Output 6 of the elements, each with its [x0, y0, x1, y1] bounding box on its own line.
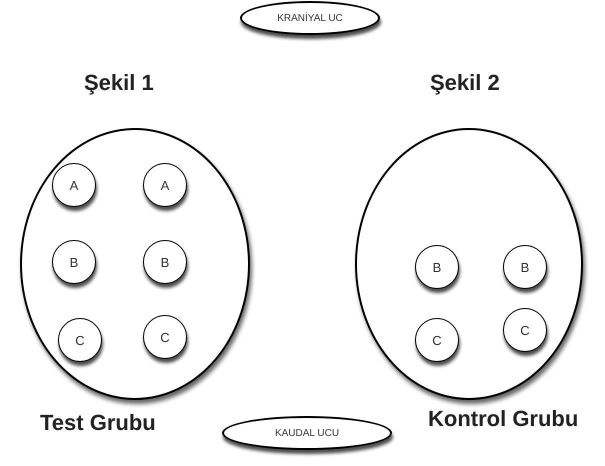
group-label: Kontrol Grubu — [428, 406, 578, 432]
oval-label: KAUDAL UCU — [222, 416, 392, 450]
figure-heading: Şekil 2 — [430, 70, 500, 96]
figure-heading: Şekil 1 — [84, 70, 154, 96]
oval-label: KRANİYAL UC — [240, 1, 380, 35]
group-label: Test Grubu — [40, 410, 156, 436]
